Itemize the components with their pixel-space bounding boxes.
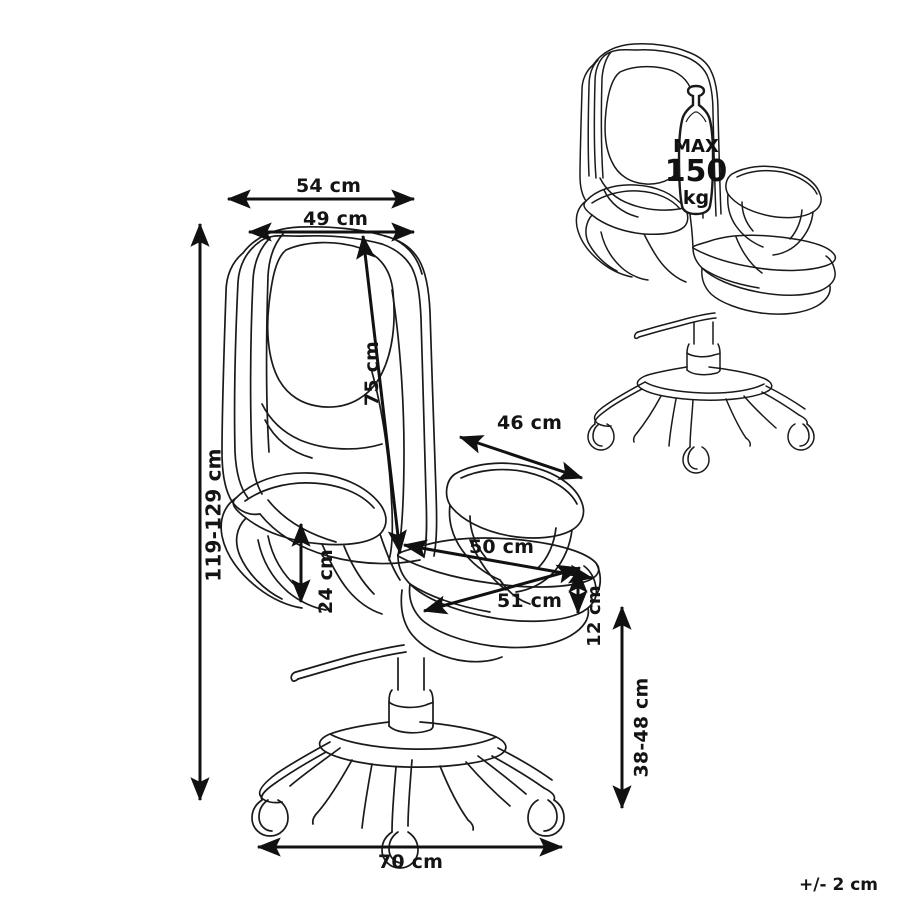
main-chair-tilt-lever: [290, 644, 407, 682]
dimension-label-overall-width: 54 cm: [296, 175, 362, 197]
dimension-label-seat-depth: 51 cm: [497, 590, 563, 612]
main-chair-gas-lift: [388, 657, 434, 734]
dimension-label-armrest-height: 24 cm: [315, 548, 338, 615]
dimension-label-seat-height: 38-48 cm: [630, 677, 653, 778]
inset-chair: [575, 43, 837, 474]
dimension-label-seat-thickness: 12 cm: [583, 585, 605, 647]
dimension-arrow-backrest-height: [356, 234, 407, 555]
dimension-label-seat-width: 50 cm: [469, 536, 535, 558]
tolerance-note: +/- 2 cm: [799, 875, 878, 895]
max-load-max-label: MAX: [673, 136, 719, 157]
max-load-value: 150: [665, 154, 728, 189]
dimension-label-armrest-length: 46 cm: [497, 412, 563, 434]
main-chair-base: [258, 721, 556, 833]
dimension-label-backrest-height: 75 cm: [361, 340, 384, 407]
dimension-label-base-width: 70 cm: [378, 851, 444, 873]
dimension-arrow-armrest-length: [458, 435, 584, 480]
max-load-badge: MAX 150 kg: [665, 84, 728, 216]
dimension-label-overall-height: 119-129 cm: [201, 448, 226, 582]
max-load-unit: kg: [683, 187, 709, 209]
dimension-label-backrest-width: 49 cm: [303, 208, 369, 230]
dimension-arrow-seat-depth: [422, 564, 582, 615]
